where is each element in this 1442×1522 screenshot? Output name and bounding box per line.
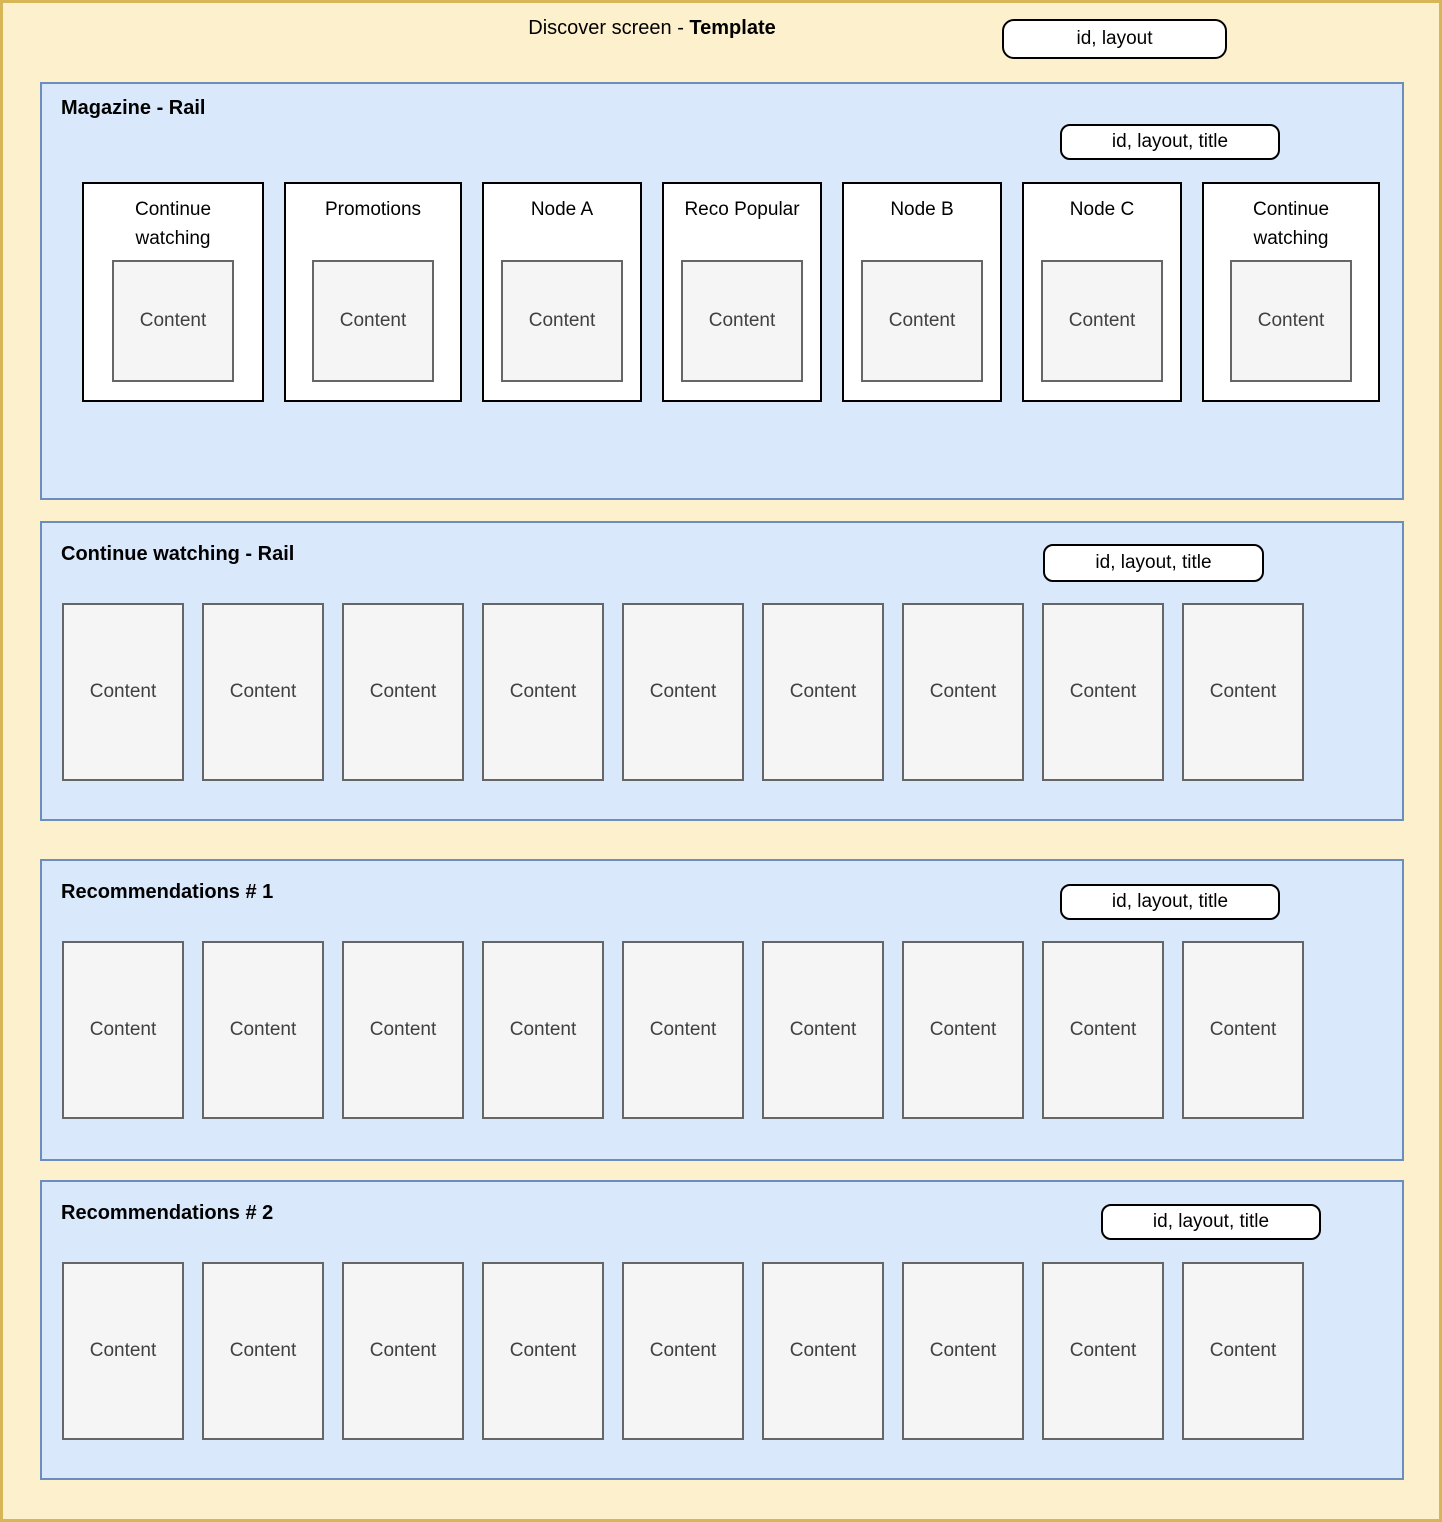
content-placeholder: Content — [1042, 603, 1164, 781]
content-placeholder: Content — [622, 1262, 744, 1440]
card-title: Node A — [530, 199, 594, 220]
section-badge: id, layout, title — [1060, 884, 1280, 920]
content-placeholder: Content — [622, 603, 744, 781]
card-title: Continue watching — [134, 199, 212, 249]
content-placeholder: Content — [902, 603, 1024, 781]
content-placeholder: Content — [62, 941, 184, 1119]
card-title: Continue watching — [1252, 199, 1330, 249]
content-placeholder: Content — [1182, 1262, 1304, 1440]
content-placeholder: Content — [762, 603, 884, 781]
content-placeholder: Content — [482, 1262, 604, 1440]
content-placeholder: Content — [202, 941, 324, 1119]
content-placeholder: Content — [1042, 1262, 1164, 1440]
content-placeholder: Content — [902, 1262, 1024, 1440]
section-recommendations-1: Recommendations # 1 id, layout, title Co… — [40, 859, 1404, 1161]
content-placeholder: Content — [501, 260, 623, 382]
content-placeholder: Content — [342, 941, 464, 1119]
content-placeholder: Content — [861, 260, 983, 382]
section-title: Continue watching - Rail — [61, 543, 295, 565]
content-placeholder: Content — [1042, 941, 1164, 1119]
section-continue-watching-rail: Continue watching - Rail id, layout, tit… — [40, 521, 1404, 821]
content-placeholder: Content — [482, 603, 604, 781]
content-placeholder: Content — [1182, 603, 1304, 781]
section-badge: id, layout, title — [1060, 124, 1280, 160]
content-placeholder: Content — [1182, 941, 1304, 1119]
section-recommendations-2: Recommendations # 2 id, layout, title Co… — [40, 1180, 1404, 1480]
content-placeholder: Content — [482, 941, 604, 1119]
content-placeholder: Content — [112, 260, 234, 382]
content-placeholder: Content — [202, 603, 324, 781]
page-title: Discover screen - Template — [528, 17, 775, 40]
content-placeholder: Content — [1230, 260, 1352, 382]
page-title-text: Discover screen - — [528, 17, 690, 39]
content-placeholder: Content — [762, 941, 884, 1119]
content-placeholder: Content — [312, 260, 434, 382]
card-title: Promotions — [324, 199, 422, 220]
content-placeholder: Content — [342, 1262, 464, 1440]
content-placeholder: Content — [622, 941, 744, 1119]
section-magazine-rail: Magazine - Rail id, layout, title Contin… — [40, 82, 1404, 500]
section-title: Magazine - Rail — [61, 97, 206, 119]
section-badge: id, layout, title — [1043, 544, 1264, 582]
section-badge: id, layout, title — [1101, 1204, 1321, 1240]
content-placeholder: Content — [62, 1262, 184, 1440]
content-placeholder: Content — [342, 603, 464, 781]
section-title: Recommendations # 2 — [61, 1202, 274, 1224]
content-placeholder: Content — [902, 941, 1024, 1119]
card-title: Node B — [890, 199, 954, 220]
magazine-card: Node A Content — [482, 182, 642, 402]
page-title-emphasis: Template — [689, 17, 776, 39]
content-placeholder: Content — [62, 603, 184, 781]
magazine-card: Node B Content — [842, 182, 1002, 402]
card-title: Reco Popular — [684, 199, 800, 220]
page-badge: id, layout — [1002, 19, 1227, 59]
magazine-card: Node C Content — [1022, 182, 1182, 402]
card-title: Node C — [1069, 199, 1135, 220]
content-placeholder: Content — [1041, 260, 1163, 382]
content-placeholder: Content — [681, 260, 803, 382]
content-placeholder: Content — [762, 1262, 884, 1440]
section-title: Recommendations # 1 — [61, 881, 274, 903]
content-placeholder: Content — [202, 1262, 324, 1440]
